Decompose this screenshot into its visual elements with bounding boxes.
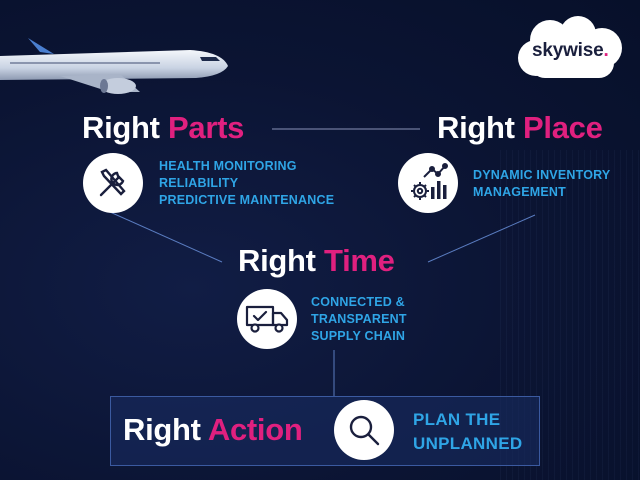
title-right-time: Right Time bbox=[238, 243, 395, 278]
skywise-logo: skywise. bbox=[532, 40, 609, 61]
place-description: DYNAMIC INVENTORY MANAGEMENT bbox=[473, 168, 611, 199]
time-description: CONNECTED & TRANSPARENT SUPPLY CHAIN bbox=[311, 295, 407, 343]
title-right-parts: Right Parts bbox=[82, 110, 245, 145]
delivery-truck-icon bbox=[245, 305, 289, 333]
connector-parts-time bbox=[109, 211, 223, 263]
connector-place-time bbox=[427, 214, 536, 263]
cloud-logo-icon bbox=[518, 16, 622, 78]
action-icon-circle bbox=[334, 400, 394, 460]
time-icon-circle bbox=[237, 289, 297, 349]
title-right-action: Right Action bbox=[123, 412, 303, 447]
gear-chart-icon bbox=[411, 163, 448, 200]
action-description: PLAN THE UNPLANNED bbox=[413, 410, 523, 453]
title-right-place: Right Place bbox=[437, 110, 603, 145]
magnifier-icon bbox=[349, 415, 380, 446]
tools-icon bbox=[99, 168, 126, 197]
place-icon-circle bbox=[398, 153, 458, 213]
airplane-image bbox=[0, 38, 228, 94]
action-box bbox=[110, 396, 540, 466]
parts-description: HEALTH MONITORING RELIABILITY PREDICTIVE… bbox=[159, 159, 335, 207]
parts-icon-circle bbox=[83, 153, 143, 213]
